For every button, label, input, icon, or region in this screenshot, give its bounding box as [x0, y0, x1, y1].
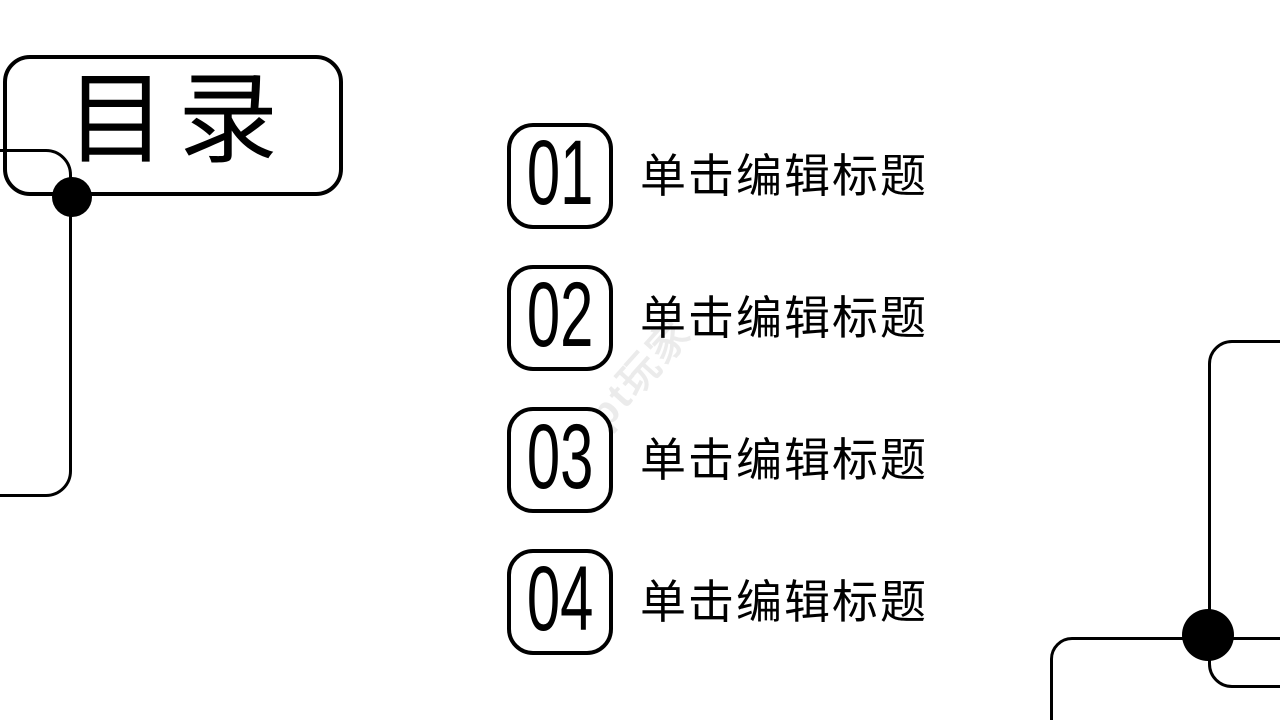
toc-number-box-4: 04: [507, 549, 613, 655]
toc-item-1[interactable]: 01 单击编辑标题: [507, 123, 928, 229]
toc-label-4: 单击编辑标题: [640, 576, 928, 628]
toc-item-4[interactable]: 04 单击编辑标题: [507, 549, 928, 655]
toc-number-2: 02: [526, 264, 594, 366]
connector-node-left: [52, 177, 92, 217]
toc-number-1: 01: [526, 122, 594, 224]
toc-number-box-2: 02: [507, 265, 613, 371]
connector-node-right: [1182, 609, 1234, 661]
toc-item-3[interactable]: 03 单击编辑标题: [507, 407, 928, 513]
page-title: 目录: [66, 63, 290, 176]
title-box[interactable]: 目录: [3, 55, 343, 196]
connector-rect-right-upper: [1208, 340, 1280, 688]
toc-number-4: 04: [526, 548, 594, 650]
toc-number-3: 03: [526, 406, 594, 508]
toc-label-1: 单击编辑标题: [640, 150, 928, 202]
toc-label-2: 单击编辑标题: [640, 292, 928, 344]
toc-item-2[interactable]: 02 单击编辑标题: [507, 265, 928, 371]
toc-number-box-1: 01: [507, 123, 613, 229]
toc-number-box-3: 03: [507, 407, 613, 513]
connector-rect-left: [0, 149, 72, 497]
toc-label-3: 单击编辑标题: [640, 434, 928, 486]
toc-list: 01 单击编辑标题 02 单击编辑标题 03 单击编辑标题 04 单击编辑标题: [507, 123, 928, 655]
connector-rect-right-lower: [1050, 637, 1280, 720]
